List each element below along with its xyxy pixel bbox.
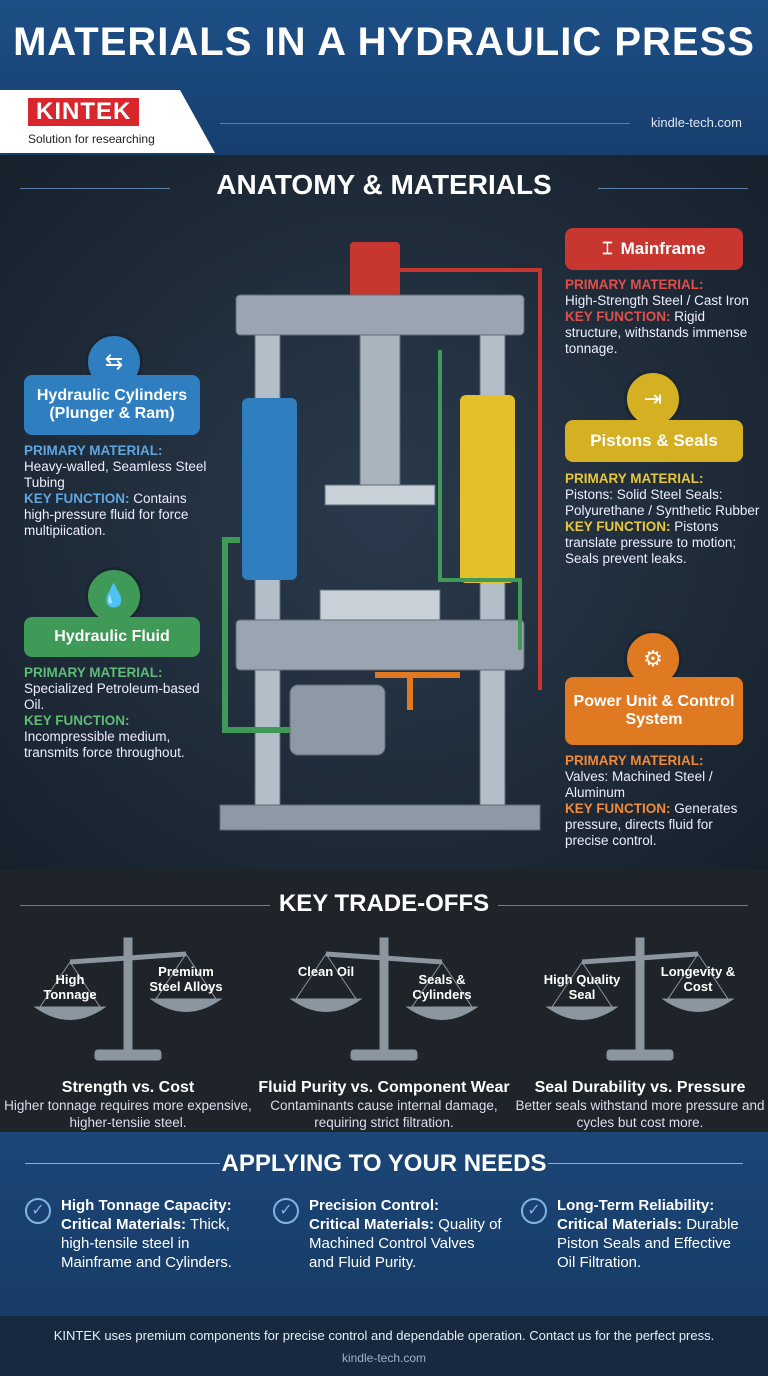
scale-left-label: Clean Oil xyxy=(297,964,355,979)
component-header: Power Unit & Control System xyxy=(565,677,743,745)
logo-tagline: Solution for researching xyxy=(28,132,155,146)
scale-left-label: High Tonnage xyxy=(43,972,97,1002)
tradeoff-item: High Quality Seal Longevity & Cost Seal … xyxy=(512,928,768,1131)
ram xyxy=(359,334,401,486)
platen xyxy=(324,484,436,506)
footer: KINTEK uses premium components for preci… xyxy=(0,1316,768,1376)
component-header: Hydraulic Fluid xyxy=(24,617,200,657)
piston-icon: ⇥ xyxy=(624,370,682,428)
tradeoff-text: Higher tonnage requires more expensive, … xyxy=(4,1098,252,1130)
tradeoff-text: Better seals withstand more pressure and… xyxy=(515,1098,765,1130)
anatomy-section: ANATOMY & MATERIALS ⇆ Hydraulic Cylinder… xyxy=(0,155,768,870)
top-crosshead xyxy=(235,294,525,336)
tradeoffs-section: KEY TRADE-OFFS High Tonnage Premium Stee… xyxy=(0,870,768,1132)
divider xyxy=(220,123,630,124)
bed xyxy=(319,589,441,621)
tradeoff-item: Clean Oil Seals & Cylinders Fluid Purity… xyxy=(256,928,512,1131)
need-item: ✓ Long-Term Reliability:Critical Materia… xyxy=(521,1196,751,1272)
tradeoff-title: Fluid Purity vs. Component Wear xyxy=(258,1079,510,1096)
component-header: Pistons & Seals xyxy=(565,420,743,462)
page-title: MATERIALS IN A HYDRAULIC PRESS xyxy=(13,20,755,64)
tradeoff-text: Contaminants cause internal damage, requ… xyxy=(270,1098,498,1130)
footer-site-link[interactable]: kindle-tech.com xyxy=(341,1351,427,1365)
footer-text: KINTEK uses premium components for preci… xyxy=(53,1328,715,1343)
component-header: Hydraulic Cylinders (Plunger & Ram) xyxy=(24,375,200,435)
scale-right-label: Longevity & Cost xyxy=(660,964,736,994)
base xyxy=(219,804,541,831)
component-description: PRIMARY MATERIAL:Heavy-walled, Seamless … xyxy=(24,443,207,538)
fluid-drop-icon: 💧 xyxy=(85,567,143,625)
i-beam-icon: ⌶ xyxy=(602,239,613,258)
apply-section: APPLYING TO YOUR NEEDS ✓ High Tonnage Ca… xyxy=(0,1132,768,1316)
scale-right-label: Premium Steel Alloys xyxy=(149,964,223,994)
site-link[interactable]: kindle-tech.com xyxy=(650,115,742,130)
component-description: PRIMARY MATERIAL:Pistons: Solid Steel Se… xyxy=(565,471,760,566)
balance-scale-icon: High Quality Seal Longevity & Cost xyxy=(543,937,736,1061)
blue-cylinder xyxy=(242,398,297,580)
check-circle-icon: ✓ xyxy=(25,1198,51,1224)
scale-left-label: High Quality Seal xyxy=(543,972,621,1002)
logo: KINTEK Solution for researching xyxy=(0,90,215,153)
component-header: ⌶Mainframe xyxy=(565,228,743,270)
component-description: PRIMARY MATERIAL:Valves: Machined Steel … xyxy=(565,753,738,848)
section-title: KEY TRADE-OFFS xyxy=(278,890,490,917)
motor xyxy=(289,684,386,756)
hydraulic-press-illustration xyxy=(219,242,542,831)
section-title: APPLYING TO YOUR NEEDS xyxy=(221,1150,547,1177)
tradeoff-title: Strength vs. Cost xyxy=(61,1079,195,1096)
check-circle-icon: ✓ xyxy=(273,1198,299,1224)
component-description: PRIMARY MATERIAL:High-Strength Steel / C… xyxy=(565,277,749,356)
need-item: ✓ Precision Control:Critical Materials: … xyxy=(273,1196,503,1272)
need-item: ✓ High Tonnage Capacity:Critical Materia… xyxy=(25,1196,255,1272)
yellow-cylinder xyxy=(460,395,515,583)
check-circle-icon: ✓ xyxy=(521,1198,547,1224)
tradeoff-item: High Tonnage Premium Steel Alloys Streng… xyxy=(0,928,256,1131)
tradeoff-title: Seal Durability vs. Pressure xyxy=(534,1079,746,1096)
header: MATERIALS IN A HYDRAULIC PRESS KINTEK So… xyxy=(0,0,768,155)
logo-brand: KINTEK xyxy=(28,98,140,126)
lower-crosshead xyxy=(235,619,525,671)
balance-scale-icon: Clean Oil Seals & Cylinders xyxy=(289,937,479,1061)
section-title: ANATOMY & MATERIALS xyxy=(216,169,552,200)
balance-scale-icon: High Tonnage Premium Steel Alloys xyxy=(33,937,223,1061)
component-description: PRIMARY MATERIAL:Specialized Petroleum-b… xyxy=(24,665,200,760)
top-cylinder xyxy=(350,242,400,297)
scale-right-label: Seals & Cylinders xyxy=(412,972,472,1002)
